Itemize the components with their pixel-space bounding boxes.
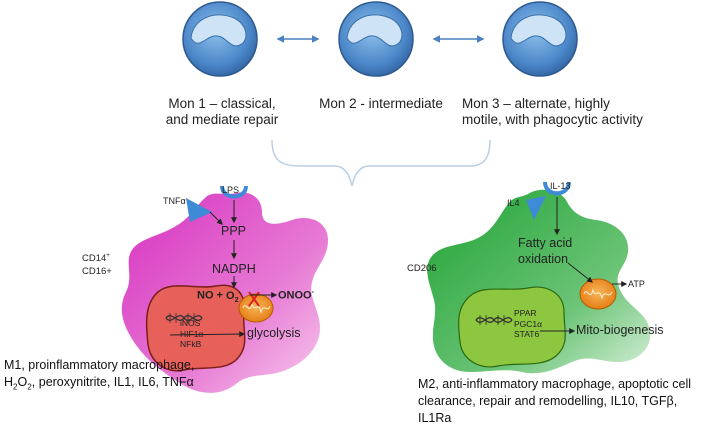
monocyte-2-label-line1: Mon 2 - intermediate <box>319 96 443 111</box>
cd206-label: CD206 <box>407 263 437 274</box>
atp-label: ATP <box>628 279 645 289</box>
monocyte-2-label: Mon 2 - intermediate <box>316 96 446 112</box>
h2o2-sub1: 2 <box>13 382 18 392</box>
m1-arrow-glycolysis <box>169 331 246 338</box>
m1-gene-inos: iNOS <box>180 318 201 328</box>
m1-caption: M1, proinflammatory macrophage, H2O2, pe… <box>4 357 234 393</box>
monocyte-1-label-line1: Mon 1 – classical, <box>168 96 276 111</box>
il13-label: IL-13 <box>550 181 571 191</box>
m1-dna-icon <box>165 313 203 323</box>
fatty-acid-line2: oxidation <box>518 251 569 266</box>
monocyte-3-icon <box>502 1 578 77</box>
m1-caption-line2: H2O2, peroxynitrite, IL1, IL6, TNFα <box>4 374 234 393</box>
o2-label: O2- <box>226 288 241 304</box>
nadph-label: NADPH <box>212 262 256 276</box>
grouping-brace <box>271 139 491 187</box>
m2-caption-line2: clearance, repair and remodelling, IL10,… <box>418 393 678 425</box>
h2o2-h: H <box>4 374 14 389</box>
o2-superscript: - <box>238 288 241 296</box>
monocyte-2-icon <box>338 1 414 77</box>
m2-gene-list: PPAR PGC1α STAT6 <box>514 308 542 340</box>
m1-gene-list: iNOS HIF1α NFkB <box>180 318 203 350</box>
m1-mitochondrion-icon <box>238 291 274 323</box>
m2-caption-line1: M2, anti-inflammatory macrophage, apopto… <box>418 377 692 391</box>
m1-arrow-tnf-ppp <box>209 211 223 225</box>
onoo-superscript: - <box>311 288 315 296</box>
onoo-label: ONOO- <box>278 288 314 302</box>
m1-gene-hif1a: HIF1α <box>180 328 204 339</box>
no-label: NO + <box>197 289 223 302</box>
fatty-acid-oxidation-label: Fatty acid oxidation <box>518 236 572 267</box>
ppp-label: PPP <box>221 224 247 238</box>
monocyte-1-icon <box>182 1 258 77</box>
m1-markers-label: CD14+ CD16+ <box>82 252 112 279</box>
diagram-graphics <box>121 1 651 393</box>
m1-reaction-label: NO + O2- <box>197 288 241 304</box>
tnf-label: TNFα <box>163 196 186 206</box>
m1-gene-nfkb: NFkB <box>180 339 202 350</box>
h2o2-sub2: 2 <box>27 382 32 392</box>
cd16-label: CD16+ <box>82 266 112 278</box>
cd14-superscript: + <box>106 252 110 259</box>
m2-gene-pgc1a: PGC1α <box>514 318 543 329</box>
lps-label: LPS <box>222 185 240 195</box>
cd14-label: CD14+ <box>82 252 112 265</box>
m1-caption-line1: M1, proinflammatory macrophage, <box>4 358 195 372</box>
h2o2-o: O <box>17 374 28 389</box>
fatty-acid-line1: Fatty acid <box>518 236 573 250</box>
cd14-text: CD14 <box>82 253 107 265</box>
monocyte-3-label: Mon 3 – alternate, highly motile, with p… <box>462 96 643 127</box>
glycolysis-label: glycolysis <box>247 326 301 340</box>
mito-biogenesis-label: Mito-biogenesis <box>576 323 664 337</box>
il13-receptor-icon <box>543 181 571 196</box>
o2-text: O <box>226 289 235 302</box>
tnf-receptor-icon <box>186 198 212 222</box>
m2-gene-stat6: STAT6 <box>514 329 540 340</box>
il4-receptor-icon <box>526 196 546 220</box>
m2-dna-icon <box>475 315 513 325</box>
m1-nucleus <box>145 284 246 372</box>
o2-subscript: 2 <box>234 295 239 304</box>
m1-caption-rest: , peroxynitrite, IL1, IL6, TNFα <box>31 374 194 389</box>
diagram: Mon 1 – classical, and mediate repair Mo… <box>4 1 691 425</box>
m2-arrow-fatty-mito <box>567 262 593 283</box>
m2-caption: M2, anti-inflammatory macrophage, apopto… <box>418 376 708 427</box>
monocyte-3-label-line2: motile, with phagocytic activity <box>462 111 643 127</box>
monocyte-1-label-line2: and mediate repair <box>165 111 279 127</box>
onoo-text: ONOO <box>278 289 312 302</box>
monocyte-3-label-line1: Mon 3 – alternate, highly <box>462 96 610 111</box>
il4-label: IL4 <box>507 198 520 208</box>
m2-mitochondrion-icon <box>579 278 617 310</box>
monocyte-1-label: Mon 1 – classical, and mediate repair <box>160 96 284 127</box>
lps-receptor-icon <box>220 185 248 199</box>
m2-gene-ppar: PPAR <box>514 308 537 318</box>
m2-nucleus <box>457 286 566 368</box>
